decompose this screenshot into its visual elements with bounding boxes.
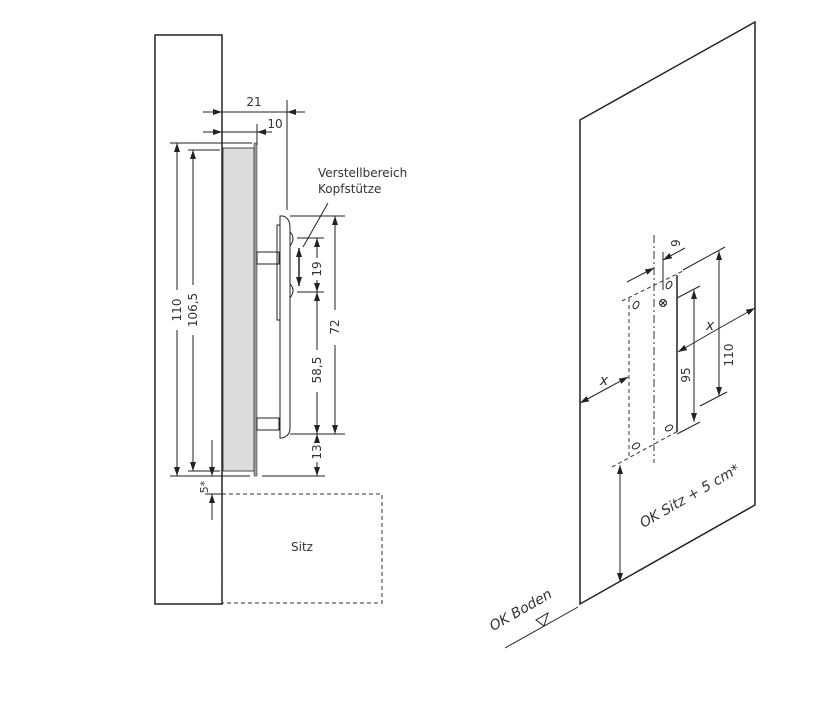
wall-surface <box>579 20 756 606</box>
panel-front-plate <box>253 142 258 477</box>
dim-58-label: 58,5 <box>310 357 324 384</box>
dim-21: 21 <box>203 95 305 210</box>
wall <box>154 34 223 605</box>
side-view: 21 10 110 106,5 5* 19 <box>154 34 407 605</box>
adjust-range-label-2: Kopfstütze <box>318 182 381 196</box>
mount-view: 9 x x 95 110 OK Sitz + 5 cm* OK Boden <box>487 20 756 649</box>
seat-outline <box>221 493 383 604</box>
dim-95-label: 95 <box>679 367 693 382</box>
dim-110-label: 110 <box>170 299 184 322</box>
dim-13-label: 13 <box>310 444 324 459</box>
dim-x-right-label: x <box>705 318 715 334</box>
adjust-range-label-1: Verstellbereich <box>318 166 407 180</box>
dim-10: 10 <box>203 117 283 145</box>
dim-72-label: 72 <box>328 319 342 334</box>
dim-10-label: 10 <box>267 117 282 131</box>
dim-19-label: 19 <box>310 261 324 276</box>
dim-x-left-label: x <box>599 373 609 389</box>
floor-line <box>504 606 579 649</box>
floor-label: OK Boden <box>487 586 555 634</box>
dim-110-right-label: 110 <box>722 344 736 367</box>
seat-label: Sitz <box>291 540 313 554</box>
dim-21-label: 21 <box>246 95 261 109</box>
mount-holes <box>631 280 674 450</box>
dim-5-label: 5* <box>198 480 211 493</box>
dim-106-label: 106,5 <box>186 293 200 327</box>
dim-9-label: 9 <box>669 239 683 247</box>
headrest <box>256 215 294 439</box>
panel-body <box>222 147 255 472</box>
floor-level-triangle-icon <box>535 611 549 627</box>
